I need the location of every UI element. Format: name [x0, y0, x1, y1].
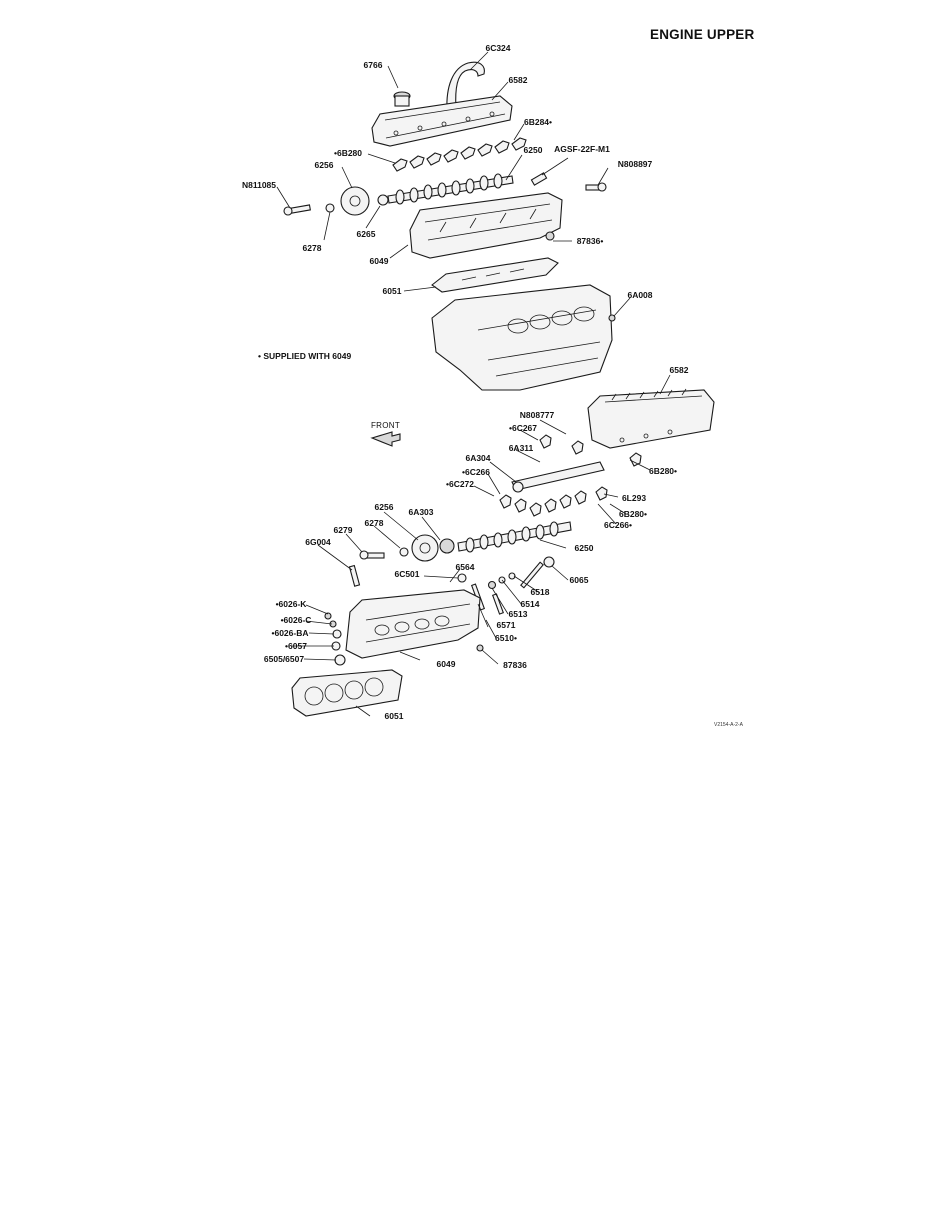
- label-6278-lower: 6278: [364, 518, 384, 528]
- label-6057: •6057: [285, 641, 307, 651]
- valve-cover-upper: [371, 95, 513, 147]
- rocker-arms-upper: [392, 137, 527, 172]
- label-6051: 6051: [382, 286, 402, 296]
- dowel-lower: [476, 644, 484, 652]
- camshaft-upper: [387, 173, 514, 205]
- cam-sprocket-upper: [340, 186, 370, 216]
- label-n808897: N808897: [617, 159, 653, 169]
- rocker-arms-lower: [499, 434, 642, 517]
- label-6278: 6278: [302, 243, 322, 253]
- bolt-6279: [359, 550, 385, 560]
- label-87836: 87836•: [576, 236, 604, 246]
- label-6510: 6510•: [495, 633, 517, 643]
- label-6065: 6065: [569, 575, 589, 585]
- supplied-with-note: • SUPPLIED WITH 6049: [258, 351, 352, 361]
- label-6l293: 6L293: [621, 493, 647, 503]
- label-agsf-22f-m1: AGSF-22F-M1: [554, 144, 610, 154]
- valve-cover-lower: [587, 388, 715, 449]
- head-gasket-upper: [431, 257, 559, 293]
- label-6b280-lower-a: 6B280•: [648, 466, 678, 476]
- valve-6065: [520, 556, 555, 589]
- label-n811085: N811085: [241, 180, 277, 190]
- label-6564: 6564: [455, 562, 475, 572]
- label-6c272: •6C272: [445, 479, 475, 489]
- label-87836-lower: 87836: [503, 660, 527, 670]
- label-6c501: 6C501: [394, 569, 420, 579]
- label-6b280: •6B280: [333, 148, 363, 158]
- seal-upper: [377, 194, 389, 206]
- cylinder-head-lower: [345, 589, 481, 659]
- front-label: FRONT: [371, 421, 401, 430]
- engine-block: [431, 284, 613, 391]
- rocker-shaft: [511, 461, 605, 493]
- cam-sprocket-lower: [411, 534, 439, 562]
- label-6a008: 6A008: [627, 290, 653, 300]
- label-6582-lower: 6582: [669, 365, 689, 375]
- figure-code: V2154-A-2-A: [714, 722, 743, 728]
- label-6582: 6582: [508, 75, 528, 85]
- label-6026-c: •6026-C: [280, 615, 312, 625]
- label-6b280-lower-b: 6B280•: [618, 509, 648, 519]
- label-6c324: 6C324: [485, 43, 511, 53]
- label-6a303: 6A303: [408, 507, 434, 517]
- label-6026-ba: •6026-BA: [271, 628, 309, 638]
- label-n808777: N808777: [519, 410, 555, 420]
- label-6256: 6256: [314, 160, 334, 170]
- plugs-6026: [324, 612, 346, 666]
- cylinder-head-upper: [409, 192, 563, 259]
- label-6571: 6571: [496, 620, 516, 630]
- label-6026-k: •6026-K: [275, 599, 307, 609]
- washer-lower: [399, 547, 409, 557]
- label-6766: 6766: [363, 60, 383, 70]
- label-6513: 6513: [508, 609, 528, 619]
- label-6279: 6279: [333, 525, 353, 535]
- label-6c267: •6C267: [508, 423, 538, 433]
- front-arrow: [370, 431, 401, 447]
- label-6b284: 6B284•: [523, 117, 553, 127]
- bolt-n808897: [585, 182, 607, 192]
- label-6256-lower: 6256: [374, 502, 394, 512]
- label-6051-lower: 6051: [384, 711, 404, 721]
- head-gasket-lower: [291, 669, 403, 717]
- bolt-n811085: [283, 204, 311, 216]
- label-6518: 6518: [530, 587, 550, 597]
- stud-6g004: [348, 564, 361, 587]
- sprocket-hub-lower: [439, 538, 455, 554]
- washer-upper: [325, 203, 335, 213]
- breather-hose: [446, 61, 485, 111]
- dowel-upper: [545, 231, 555, 241]
- cam-sensor: [530, 172, 548, 186]
- camshaft-lower: [457, 521, 572, 553]
- label-6250: 6250: [523, 145, 543, 155]
- plug-6a008: [608, 314, 616, 322]
- label-6505-6507: 6505/6507: [263, 654, 305, 664]
- label-6a311: 6A311: [508, 443, 534, 453]
- oil-filler-cap: [393, 91, 411, 107]
- label-6250-lower: 6250: [574, 543, 594, 553]
- label-6049-lower: 6049: [436, 659, 456, 669]
- label-6c266-lower: 6C266•: [603, 520, 633, 530]
- label-6a304: 6A304: [465, 453, 491, 463]
- label-6g004: 6G004: [305, 537, 331, 547]
- label-6265: 6265: [356, 229, 376, 239]
- label-6049: 6049: [369, 256, 389, 266]
- page-title: ENGINE UPPER: [650, 27, 755, 42]
- label-6c266: •6C266: [461, 467, 491, 477]
- label-6514: 6514: [520, 599, 540, 609]
